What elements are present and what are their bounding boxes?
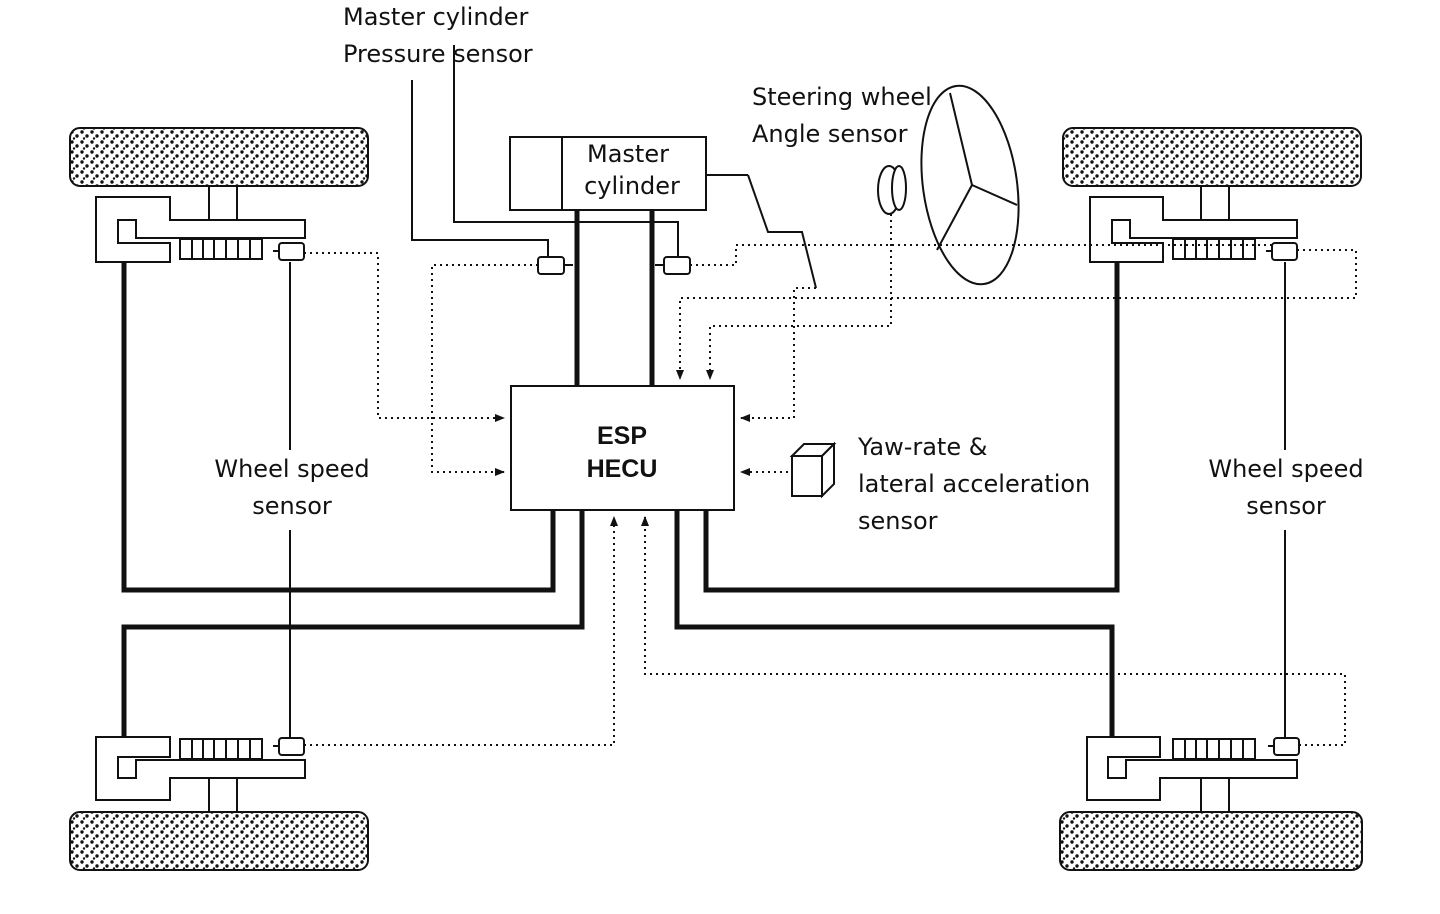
wheel-speed-label-right-line1: Wheel speed [1208, 455, 1363, 483]
master-cylinder-label-line2: cylinder [584, 172, 680, 200]
yaw-label-line2: lateral acceleration [858, 470, 1090, 498]
wheel-speed-sensor-rear-right [1273, 737, 1300, 756]
wheel-speed-sensor-front-right [1271, 242, 1298, 261]
brake-assembly-rear-right [1086, 736, 1300, 813]
brake-assembly-front-right [1089, 185, 1298, 263]
pressure-sensor-label-line1: Master cylinder [343, 3, 529, 31]
tire-front-left [69, 127, 369, 187]
yaw-rate-sensor [789, 441, 837, 499]
wheel-speed-sensor-front-left [278, 242, 305, 261]
wheel-speed-label-left-line2: sensor [252, 492, 332, 520]
tire-rear-right [1059, 811, 1363, 871]
steering-angle-sensor [877, 165, 907, 215]
brake-assembly-front-left [95, 185, 306, 263]
steering-label-line1: Steering wheel [752, 83, 932, 111]
master-cylinder [509, 136, 748, 211]
pressure-sensor-label-line2: Pressure sensor [343, 40, 533, 68]
brake-assembly-rear-left [95, 736, 306, 813]
steering-wheel [920, 84, 1020, 286]
hydraulic-lines [121, 210, 1120, 737]
tire-front-right [1062, 127, 1362, 187]
ecu-label-line1: ESP [597, 422, 647, 450]
esp-hecu-box [510, 385, 735, 511]
signal-lines [304, 214, 1357, 746]
ecu-label-line2: HECU [587, 455, 658, 483]
tire-rear-left [69, 811, 369, 871]
wheel-speed-label-right-line2: sensor [1246, 492, 1326, 520]
steering-label-line2: Angle sensor [752, 120, 908, 148]
wheel-speed-sensor-rear-left [278, 737, 305, 756]
wheel-speed-label-left-line1: Wheel speed [214, 455, 369, 483]
master-cylinder-label-line1: Master [587, 140, 669, 168]
yaw-label-line3: sensor [858, 507, 938, 535]
yaw-label-line1: Yaw-rate & [857, 433, 987, 461]
pressure-sensor-left [537, 256, 565, 275]
pressure-sensor-right [663, 256, 691, 275]
